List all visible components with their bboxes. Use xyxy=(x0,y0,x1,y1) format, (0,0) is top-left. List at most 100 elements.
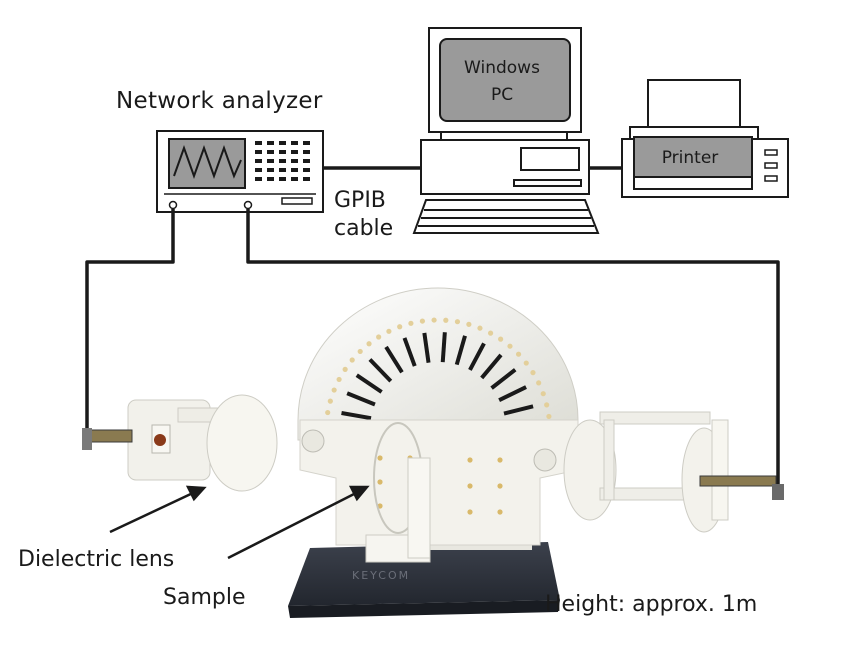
angle-tick xyxy=(346,391,376,407)
scale-dot xyxy=(443,317,449,323)
angle-tick xyxy=(440,332,447,363)
left-dielectric-lens xyxy=(206,394,278,492)
printer-label: Printer xyxy=(661,148,719,168)
scale-dot xyxy=(477,325,483,331)
keyboard xyxy=(412,199,600,234)
scale-dot xyxy=(419,318,426,324)
keypad-key xyxy=(279,141,286,145)
angle-tick xyxy=(503,404,534,416)
scale-dot xyxy=(454,319,461,325)
keypad-key xyxy=(279,159,286,163)
scale-dot xyxy=(331,387,337,393)
angle-tick xyxy=(384,345,404,374)
scale-dot xyxy=(546,413,552,420)
keypad-key xyxy=(279,168,286,172)
scale-dot xyxy=(515,351,522,357)
scale-dot xyxy=(357,348,363,355)
keypad-key xyxy=(303,150,310,154)
mounting-hole xyxy=(497,457,503,463)
keypad-key xyxy=(267,141,274,145)
scale-dot xyxy=(342,366,348,372)
mounting-hole xyxy=(497,509,503,515)
pointer-arrows xyxy=(109,485,370,560)
keypad-key xyxy=(255,168,262,172)
keypad-key xyxy=(279,150,286,154)
mounting-hole xyxy=(467,509,473,515)
angle-tick xyxy=(368,358,393,383)
scale-dot xyxy=(376,334,382,340)
analyzer-screen xyxy=(168,138,246,189)
keypad-key xyxy=(303,168,310,172)
cable-label: cable xyxy=(334,216,394,241)
keypad-key xyxy=(303,159,310,163)
pc-label: PC xyxy=(490,85,514,105)
keypad-key xyxy=(267,177,274,181)
cables xyxy=(85,166,780,492)
mounting-hole xyxy=(467,457,473,463)
keypad-key xyxy=(279,177,286,181)
protractor-arc xyxy=(297,287,579,441)
keypad-key xyxy=(267,159,274,163)
brand-logo: KEYCOM xyxy=(352,569,411,582)
angle-tick xyxy=(498,385,527,402)
keypad-key xyxy=(291,159,298,163)
sample-holder xyxy=(407,457,431,559)
sample-label: Sample xyxy=(163,585,246,610)
windows-label: Windows xyxy=(464,58,540,78)
sample-pointer-arrow xyxy=(227,490,359,560)
angle-tick xyxy=(468,342,486,371)
angle-tick xyxy=(355,373,383,394)
angle-tick xyxy=(480,353,503,380)
angle-scale xyxy=(323,317,552,427)
angle-tick xyxy=(402,337,417,367)
angle-tick xyxy=(422,332,431,363)
right-antenna xyxy=(563,411,784,533)
scale-dot xyxy=(530,370,536,376)
rf-cable-right xyxy=(246,209,780,492)
port-2-icon xyxy=(243,200,253,210)
scale-dot xyxy=(336,376,342,383)
network-analyzer-label: Network analyzer xyxy=(116,88,323,114)
height-label: Height: approx. 1m xyxy=(545,592,758,617)
keypad-key xyxy=(303,141,310,145)
keypad-key xyxy=(303,177,310,181)
scale-dot xyxy=(540,391,546,397)
keypad-key xyxy=(267,150,274,154)
analyzer-keypad xyxy=(255,141,310,181)
gpib-label: GPIB xyxy=(334,188,386,213)
scale-dot xyxy=(397,324,403,330)
scale-dot xyxy=(386,328,392,334)
angle-tick xyxy=(490,368,517,390)
keypad-key xyxy=(255,150,262,154)
scale-dot xyxy=(536,380,542,386)
lens-pointer-arrow xyxy=(109,490,196,534)
zigzag-signal-icon xyxy=(173,145,242,179)
scale-dot xyxy=(498,336,504,342)
keypad-key xyxy=(255,159,262,163)
scale-dot xyxy=(349,357,355,363)
keypad-key xyxy=(291,141,298,145)
mounting-hole xyxy=(377,455,383,461)
left-antenna xyxy=(82,394,278,492)
printer xyxy=(621,79,789,198)
rf-cable-left xyxy=(85,209,175,435)
scale-dot xyxy=(507,343,513,349)
angle-tick xyxy=(341,411,372,421)
port-1-icon xyxy=(168,200,178,210)
scale-dot xyxy=(431,317,437,323)
scale-dot xyxy=(366,341,372,347)
keypad-key xyxy=(291,150,298,154)
keypad-key xyxy=(291,177,298,181)
scale-dot xyxy=(466,321,472,327)
dielectric-lens-label: Dielectric lens xyxy=(18,547,175,572)
scale-dot xyxy=(544,402,550,408)
scale-dot xyxy=(327,398,333,404)
windows-pc xyxy=(412,27,600,234)
mounting-hole xyxy=(497,483,503,489)
keypad-key xyxy=(255,177,262,181)
keypad-key xyxy=(255,141,262,145)
mounting-hole xyxy=(467,483,473,489)
mounting-hole xyxy=(377,479,383,485)
scale-dot xyxy=(487,330,494,336)
